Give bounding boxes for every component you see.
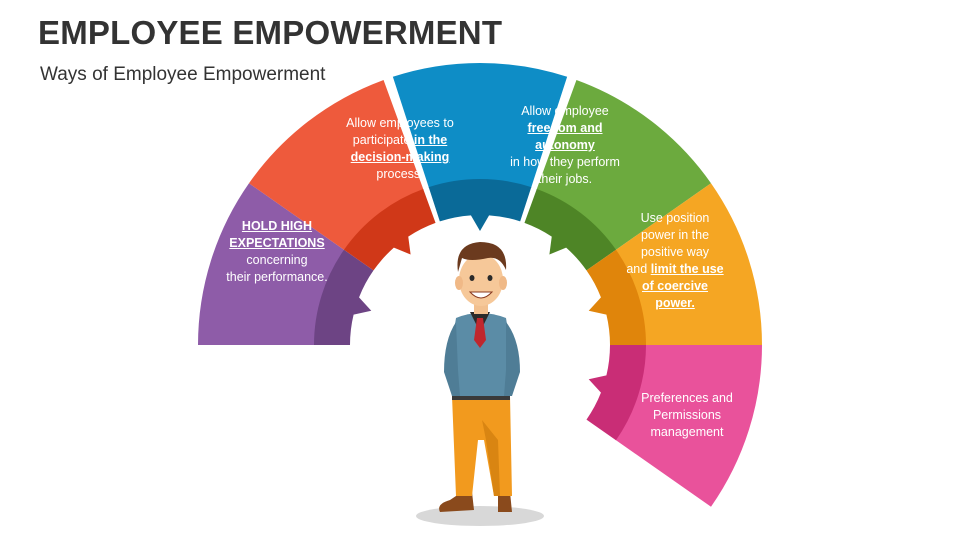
segment-text-autonomy: Allow employee freedom and autonomy in how … [495,103,635,188]
segment-autonomy [536,80,712,251]
segment-text-line: freedom and [495,120,635,137]
plain-text: abilities. [240,424,286,438]
emphasis-text: decision-making [350,150,450,164]
segment-text-line: their performance. [212,269,342,286]
segment-text-line: of coercive [620,278,730,295]
segment-text-line: participate in the [330,132,470,149]
segment-text-line: employee’s [203,406,323,423]
segment-inner-preferences [586,345,646,441]
emphasis-text: EXPECTATIONS [229,236,325,250]
segment-inner-expectations [344,189,436,271]
segment-text-line: EXPECTATIONS [212,235,342,252]
plain-text: in [301,390,311,404]
segment-inner-decision-making [428,179,532,231]
plain-text: power in the [640,228,710,242]
segment-expectations [248,80,424,251]
emphasis-text: limit the use [650,262,724,276]
page-title: EMPLOYEE EMPOWERMENT [38,14,503,51]
segment-text-expectations: HOLD HIGH EXPECTATIONS concerning their per… [212,218,342,286]
plain-text: and [626,262,651,276]
segment-text-line: process. [330,166,470,183]
segment-text-line: management [622,424,752,441]
emphasis-text: EXPRESS [233,373,293,387]
segment-text-line: decision-making [330,149,470,166]
plain-text: Allow employee [521,104,609,118]
plain-text: employee’s [231,407,295,421]
emphasis-text: HOLD HIGH [241,219,313,233]
plain-text: concerning [246,253,308,267]
segment-text-line: Allow employee [495,103,635,120]
segment-text-line: in how they perform [495,154,635,171]
segment-text-position-power: Use position power in the positive way and … [620,210,730,312]
segment-text-line: HOLD HIGH [212,218,342,235]
page-subtitle: Ways of Employee Empowerment [40,64,326,85]
segment-text-line: CONFIDENCE in [203,389,323,406]
emphasis-text: of coercive [641,279,708,293]
emphasis-text: CONFIDENCE [215,390,302,404]
segment-text-line: Permissions [622,407,752,424]
plain-text: their performance. [226,270,328,284]
segment-text-line: concerning [212,252,342,269]
plain-text: management [650,425,724,439]
segment-text-line: power. [620,295,730,312]
plain-text: Use position [640,211,710,225]
segment-text-line: autonomy [495,137,635,154]
segment-text-line: EXPRESS [203,372,323,389]
segment-text-line: their jobs. [495,171,635,188]
segment-preferences [615,345,762,507]
emphasis-text: autonomy [535,138,595,152]
emphasis-text: freedom and [527,121,603,135]
plain-text: in how they perform [510,155,620,169]
plain-text: Permissions [652,408,722,422]
plain-text: process. [376,167,424,181]
emphasis-text: in the [413,133,448,147]
segment-decision-making [392,63,568,189]
segment-confidence [198,183,345,345]
segment-text-line: Allow employees to [330,115,470,132]
segment-position-power [615,183,762,345]
segment-inner-autonomy [524,189,616,271]
segment-text-line: and limit the use [620,261,730,278]
segment-inner-position-power [586,249,646,345]
segment-inner-confidence [314,249,374,345]
segment-text-line: Preferences and [622,390,752,407]
segment-text-line: positive way [620,244,730,261]
plain-text: Allow employees to [346,116,454,130]
segments-layer [198,63,762,507]
employee-figure-icon [416,242,544,526]
plain-text: their jobs. [537,172,593,186]
segment-text-line: abilities. [203,423,323,440]
plain-text: positive way [640,245,710,259]
segment-text-line: power in the [620,227,730,244]
segment-text-line: Use position [620,210,730,227]
plain-text: Preferences and [641,391,733,405]
emphasis-text: power. [655,296,695,310]
plain-text: participate [352,133,414,147]
